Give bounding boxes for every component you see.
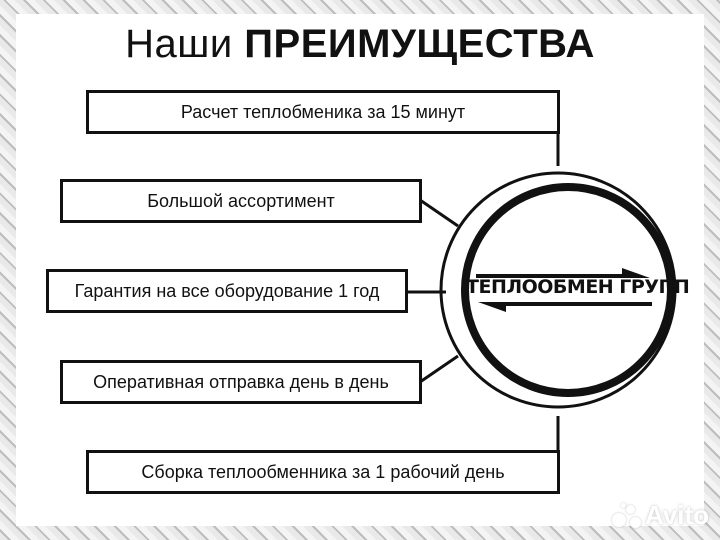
logo-circle	[461, 183, 675, 397]
advantage-box-5: Сборка теплообменника за 1 рабочий день	[86, 450, 560, 494]
logo-arrow-right	[476, 268, 650, 278]
logo-text: ТЕПЛООБМЕН ГРУПП	[466, 276, 690, 298]
avito-watermark-text: Avito	[645, 500, 710, 530]
advantage-text-5: Сборка теплообменника за 1 рабочий день	[141, 461, 505, 482]
advantage-box-1: Расчет теплобменика за 15 минут	[86, 90, 560, 134]
advantage-text-3: Гарантия на все оборудование 1 год	[74, 280, 380, 301]
avito-watermark: Avito	[612, 500, 709, 531]
title-bold: ПРЕИМУЩЕСТВА	[244, 22, 595, 66]
title-regular: Наши	[125, 22, 233, 66]
logo-arrow-left	[478, 302, 652, 312]
connector-line-4	[419, 354, 459, 384]
avito-logo-icon	[612, 502, 642, 529]
advantage-box-3: Гарантия на все оборудование 1 год	[46, 269, 408, 313]
advantage-box-4: Оперативная отправка день в день	[60, 360, 422, 404]
page-title: Наши ПРЕИМУЩЕСТВА	[0, 22, 720, 67]
advantage-box-2: Большой ассортимент	[60, 179, 422, 223]
advantage-text-4: Оперативная отправка день в день	[93, 371, 389, 392]
advantage-text-2: Большой ассортимент	[147, 190, 335, 211]
connector-line-2	[419, 198, 459, 228]
advantage-text-1: Расчет теплобменика за 15 минут	[180, 101, 466, 122]
